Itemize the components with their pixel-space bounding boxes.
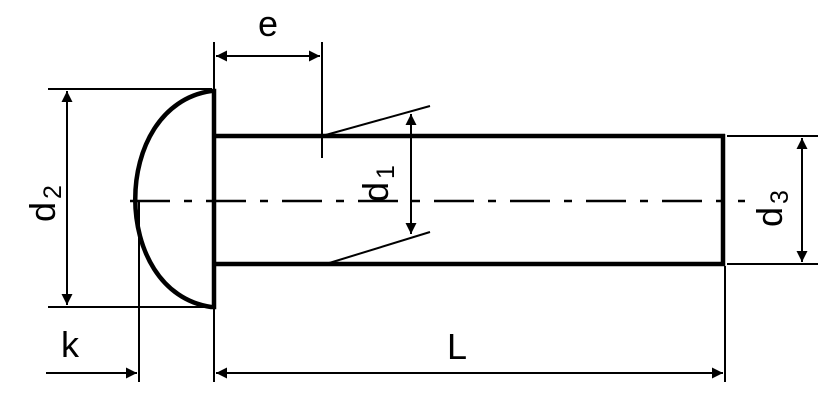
label-d3-letter: d xyxy=(749,207,790,227)
label-d2-subscript: 2 xyxy=(39,185,67,199)
label-d2: d2 xyxy=(22,185,67,222)
label-d1: d1 xyxy=(355,165,400,202)
label-d1-letter: d xyxy=(355,182,396,202)
taper-bottom xyxy=(325,231,431,265)
label-d2-letter: d xyxy=(22,202,63,222)
rivet-head xyxy=(133,88,217,310)
label-d1-subscript: 1 xyxy=(372,165,400,179)
label-k: k xyxy=(61,324,80,365)
label-d3-subscript: 3 xyxy=(766,190,794,204)
label-L: L xyxy=(447,326,467,367)
taper-top xyxy=(321,105,431,137)
dimension-lines xyxy=(46,50,808,379)
extension-lines xyxy=(48,42,818,382)
rivet-outline xyxy=(133,88,726,310)
label-e: e xyxy=(258,3,278,44)
label-d3: d3 xyxy=(749,190,794,227)
